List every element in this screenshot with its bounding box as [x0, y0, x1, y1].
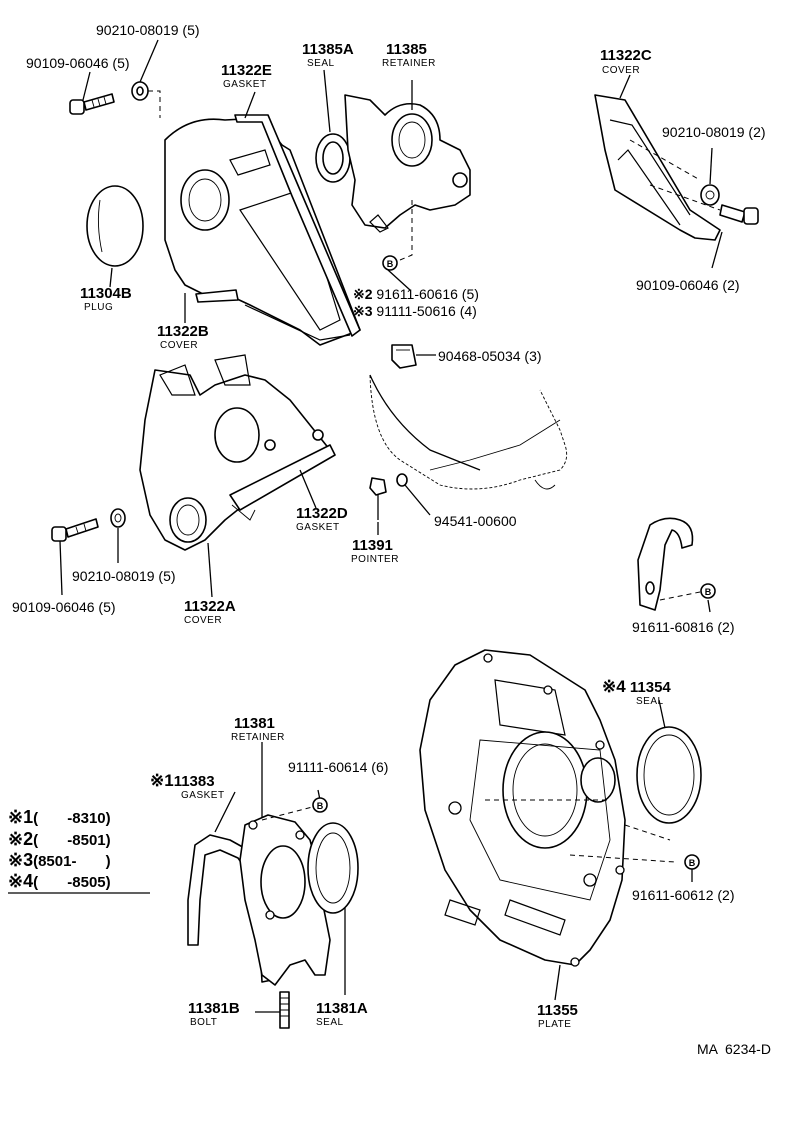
bracket-right: [637, 517, 694, 611]
name-plate-11355: PLATE: [538, 1019, 571, 1030]
legend-row-3: ※3(8501- ): [8, 850, 111, 870]
label-11385a: 11385A: [302, 41, 354, 58]
name-plug-11304b: PLUG: [84, 302, 113, 313]
plate-11355: [419, 649, 626, 967]
label-11322a: 11322A: [184, 598, 236, 615]
svg-text:B: B: [689, 858, 696, 868]
washer-90210-08019-right: [700, 184, 720, 206]
label-11322c: 11322C: [600, 47, 652, 64]
label-11322d: 11322D: [296, 505, 348, 522]
ref-circle-b-3: B: [312, 797, 328, 813]
bolt-11381b: [279, 991, 290, 1029]
label-90210-08019-top: 90210-08019 (5): [96, 22, 200, 38]
diagram-code: MA 6234-D: [697, 1041, 771, 1057]
name-retainer-11381: RETAINER: [231, 732, 285, 743]
bolt-90109-06046-top: [69, 93, 115, 115]
legend-row-1: ※1( -8310): [8, 807, 111, 827]
engine-block-outline: [369, 374, 568, 490]
bolt-90109-06046-right: [719, 204, 759, 225]
cover-11322c: [594, 94, 721, 241]
label-91611-60612: 91611-60612 (2): [632, 887, 735, 903]
label-11322b: 11322B: [157, 323, 209, 340]
label-90468-05034: 90468-05034 (3): [438, 348, 542, 364]
name-seal-11354: SEAL: [636, 696, 664, 707]
label-90109-06046-right: 90109-06046 (2): [636, 277, 740, 293]
bolt-90109-06046-lower: [51, 518, 99, 542]
name-cover-11322a: COVER: [184, 615, 222, 626]
label-90109-06046-lower: 90109-06046 (5): [12, 599, 116, 615]
label-90210-08019-lower: 90210-08019 (5): [72, 568, 176, 584]
legend-row-2: ※2( -8501): [8, 829, 111, 849]
svg-text:B: B: [317, 801, 324, 811]
label-11385: 11385: [386, 41, 427, 58]
washer-90210-08019-lower: [110, 508, 126, 528]
name-seal-11381a: SEAL: [316, 1017, 344, 1028]
name-cover-11322b: COVER: [160, 340, 198, 351]
washer-90210-08019-top: [131, 81, 149, 101]
seal-11354: [636, 726, 702, 824]
svg-text:B: B: [387, 259, 394, 269]
name-cover-11322c: COVER: [602, 65, 640, 76]
label-91611-60616: ※2 91611-60616 (5): [353, 286, 479, 302]
upper-gasket-11322e: [234, 114, 361, 337]
label-91111-50616: ※3 91111-50616 (4): [353, 303, 477, 319]
label-91111-60614: 91111-60614 (6): [288, 759, 388, 775]
label-11354: ※4 11354: [602, 677, 671, 696]
name-pointer-11391: POINTER: [351, 554, 399, 565]
label-94541-00600: 94541-00600: [434, 513, 517, 529]
retainer-11381: [239, 814, 331, 986]
plug-11304b: [86, 185, 144, 267]
lower-cover-11322a: [139, 354, 331, 551]
label-90210-08019-right: 90210-08019 (2): [662, 124, 766, 140]
lower-gasket-11322d: [229, 444, 336, 521]
pointer-11391: [369, 477, 387, 520]
svg-text:B: B: [705, 587, 712, 597]
label-11381: 11381: [234, 715, 275, 732]
label-11322e: 11322E: [221, 62, 272, 79]
name-gasket-11322e: GASKET: [223, 79, 267, 90]
name-retainer-11385: RETAINER: [382, 58, 436, 69]
ref-circle-b-4: B: [684, 854, 700, 870]
label-11304b: 11304B: [80, 285, 132, 302]
label-90109-06046-top: 90109-06046 (5): [26, 55, 130, 71]
upper-cover-11322b: [164, 117, 361, 346]
retainer-11385: [344, 94, 471, 233]
washer-94541-00600: [396, 473, 408, 487]
clip-90468-05034: [391, 344, 417, 369]
label-91611-60816: 91611-60816 (2): [632, 619, 735, 635]
legend-row-4: ※4( -8505): [8, 871, 111, 891]
seal-11385a: [315, 133, 351, 183]
label-11381a: 11381A: [316, 1000, 368, 1017]
ref-circle-b-2: B: [700, 583, 716, 599]
ref-circle-b-1: B: [382, 255, 398, 271]
name-bolt-11381b: BOLT: [190, 1017, 217, 1028]
legend: ※1( -8310) ※2( -8501) ※3(8501- ) ※4( -85…: [8, 807, 111, 891]
name-gasket-11383: GASKET: [181, 790, 225, 801]
label-11391: 11391: [352, 537, 393, 554]
name-seal-11385a: SEAL: [307, 58, 335, 69]
label-11355: 11355: [537, 1002, 578, 1019]
name-gasket-11322d: GASKET: [296, 522, 340, 533]
seal-11381a: [307, 822, 359, 914]
label-11383: ※111383: [150, 771, 215, 790]
label-11381b: 11381B: [188, 1000, 240, 1017]
